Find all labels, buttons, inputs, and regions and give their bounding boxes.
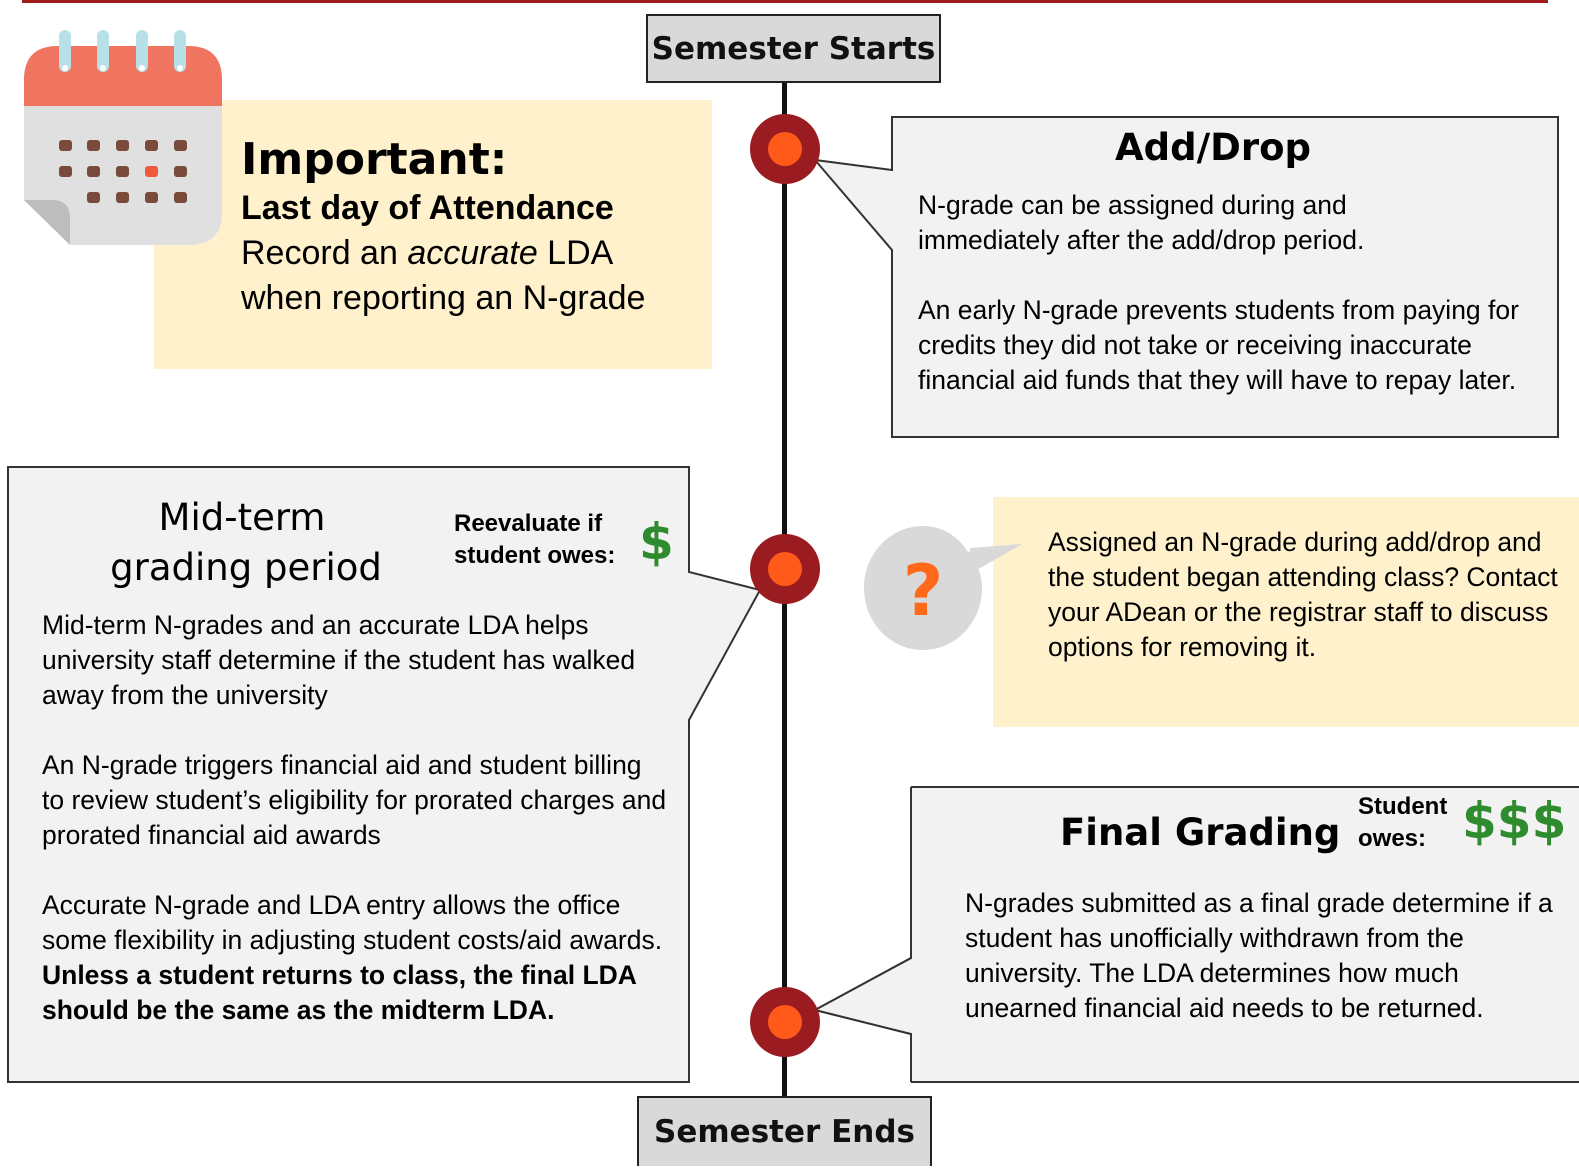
question-mark: ? — [902, 550, 944, 632]
final-grading-para1: N-grades submitted as a final grade dete… — [965, 888, 1553, 1023]
timeline-node-add-drop — [750, 114, 820, 184]
money-single-icon: $ — [639, 513, 674, 571]
midterm-heading-line2: grading period — [110, 546, 382, 589]
important-note-text: Important: Last day of Attendance Record… — [241, 134, 711, 321]
money-triple-icon: $$$ — [1462, 792, 1567, 850]
midterm-para1: Mid-term N-grades and an accurate LDA he… — [42, 610, 636, 710]
reevaluate-label: Reevaluate if student owes: — [454, 510, 616, 569]
important-title: Important: — [241, 134, 508, 185]
midterm-para3: Accurate N-grade and LDA entry allows th… — [42, 890, 663, 1025]
question-icon — [864, 526, 984, 650]
student-owes-label: Student owes: — [1358, 793, 1448, 852]
add-drop-box: Add/Drop N-grade can be assigned during … — [918, 126, 1548, 398]
timeline-node-midterm — [750, 534, 820, 604]
important-subtitle: Last day of Attendance — [241, 189, 614, 227]
question-bubble-tail — [970, 544, 1022, 574]
important-note-box — [154, 100, 712, 369]
question-note-text: Assigned an N-grade during add/drop and … — [1048, 527, 1558, 662]
semester-ends-label: Semester Ends — [637, 1096, 932, 1166]
question-note-box — [993, 497, 1579, 727]
midterm-heading-line1: Mid-term — [158, 496, 326, 539]
final-grading-heading: Final Grading — [1060, 811, 1341, 854]
important-line1: Record an accurate LDA — [241, 234, 614, 272]
semester-starts-label: Semester Starts — [646, 14, 941, 83]
midterm-heading: Mid-term grading period — [72, 496, 472, 590]
calendar-icon — [24, 30, 222, 245]
midterm-para2: An N-grade triggers financial aid and st… — [42, 750, 667, 850]
timeline-node-final — [750, 987, 820, 1057]
top-accent-bar — [22, 0, 1548, 3]
important-line2: when reporting an N-grade — [241, 279, 646, 317]
add-drop-para1: N-grade can be assigned during and immed… — [918, 190, 1365, 255]
add-drop-para2: An early N-grade prevents students from … — [918, 295, 1519, 395]
add-drop-heading: Add/Drop — [1115, 126, 1311, 169]
